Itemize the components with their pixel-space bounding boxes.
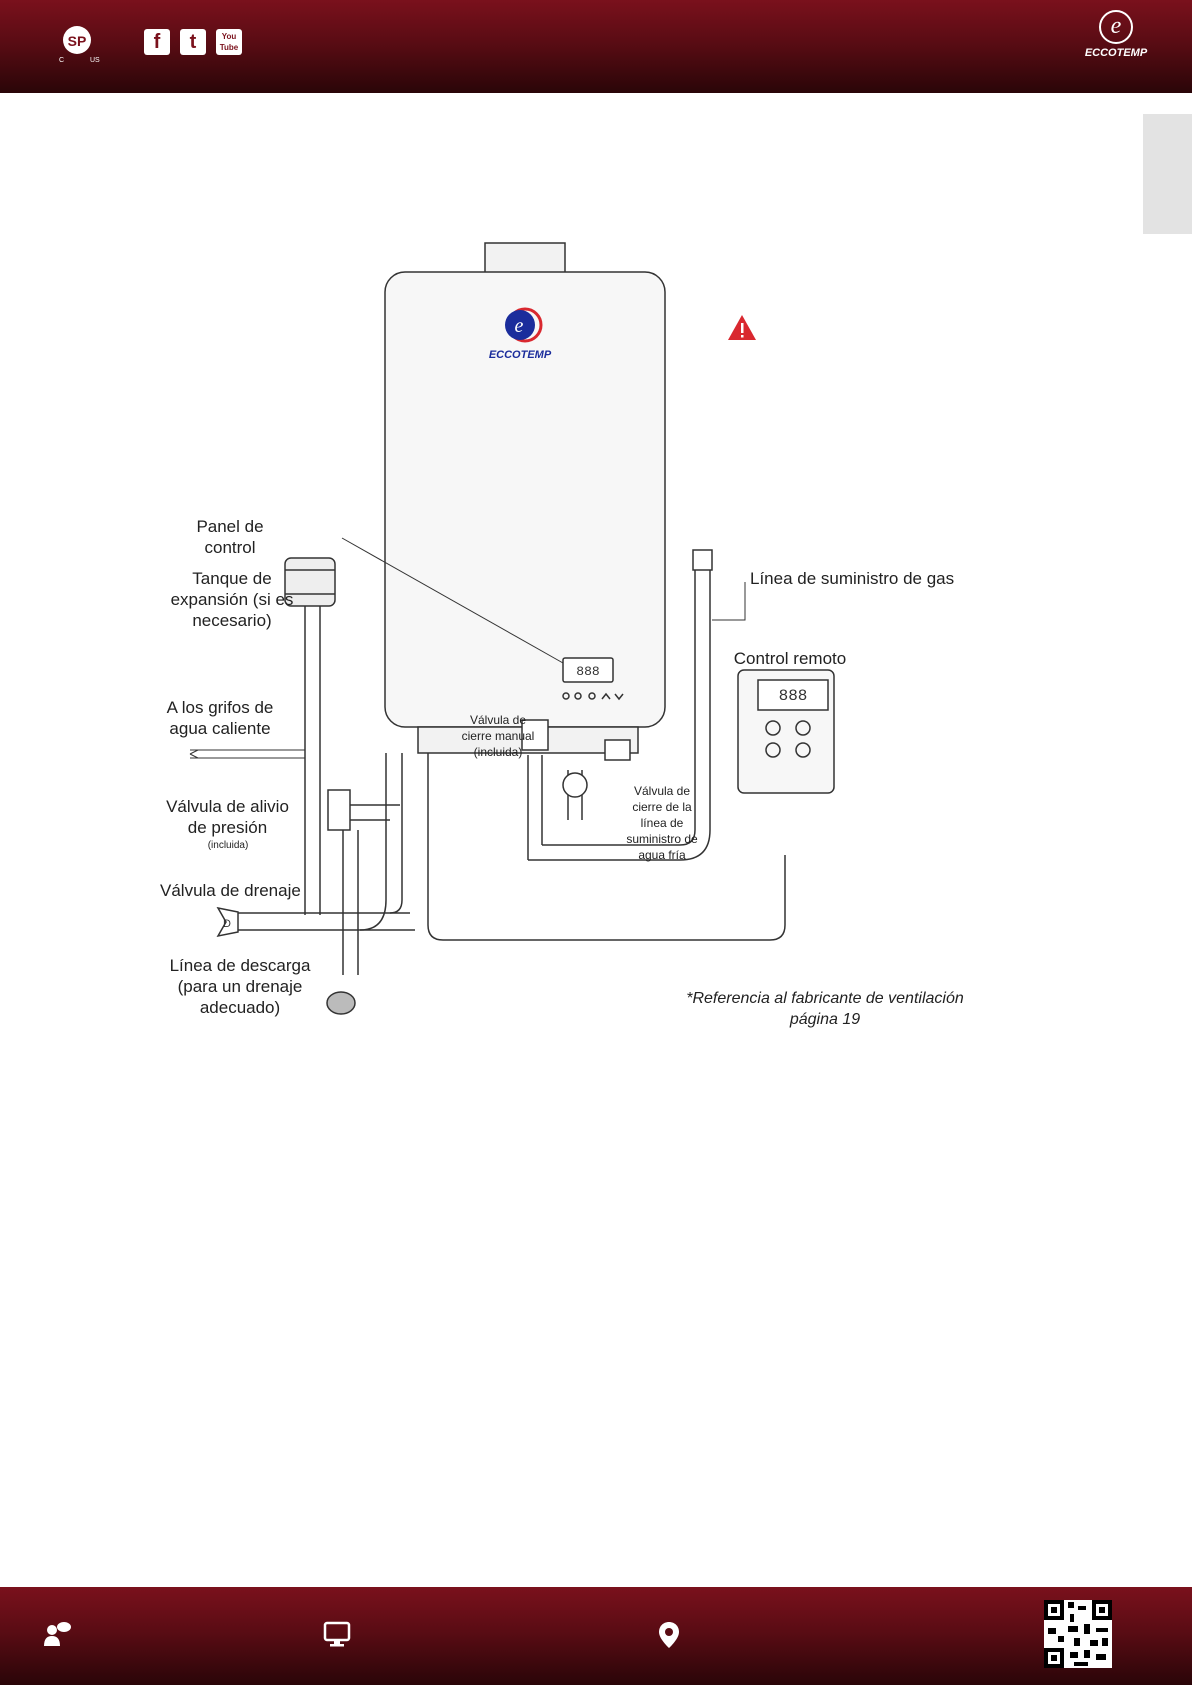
- label-relief-valve: Válvula de alivio de presión: [166, 797, 289, 837]
- svg-text:SP: SP: [68, 33, 87, 49]
- label-relief-included: (incluida): [207, 840, 249, 851]
- label-hot-taps: A los grifos de agua caliente: [166, 698, 274, 738]
- svg-text:C: C: [59, 57, 64, 64]
- computer-monitor-icon[interactable]: [323, 1620, 351, 1653]
- footer-band: [0, 1587, 1192, 1685]
- brand-e-mark: e: [1099, 10, 1133, 44]
- installation-diagram: e ECCOTEMP 888 888 D Panel de control Ta…: [160, 240, 1000, 1030]
- svg-text:D: D: [223, 918, 231, 930]
- diagram-drawing: e ECCOTEMP 888 888 D: [189, 242, 835, 1015]
- eccotemp-header-logo: e ECCOTEMP: [1076, 10, 1156, 70]
- svg-text:US: US: [90, 57, 100, 64]
- brand-name: ECCOTEMP: [1084, 47, 1148, 59]
- label-manual-valve: Válvula de cierre manual (incluida): [461, 713, 535, 759]
- facebook-icon[interactable]: f: [144, 29, 170, 55]
- header-band: SP C US f t You Tube e ECCOTEMP: [0, 0, 1192, 93]
- warning-icon: [728, 315, 756, 340]
- location-pin-icon[interactable]: [657, 1620, 681, 1655]
- qr-code-icon[interactable]: [1044, 1600, 1112, 1668]
- label-cold-shutoff: Válvula de cierre de la línea de suminis…: [626, 784, 698, 862]
- label-gas-line: Línea de suministro de gas: [750, 569, 955, 588]
- svg-text:888: 888: [779, 687, 808, 705]
- twitter-icon[interactable]: t: [180, 29, 206, 55]
- label-drain-valve: Válvula de drenaje: [160, 881, 301, 900]
- side-tab: [1143, 114, 1192, 234]
- svg-text:888: 888: [576, 664, 599, 679]
- facebook-glyph: f: [153, 31, 161, 53]
- twitter-glyph: t: [189, 31, 197, 53]
- svg-text:ECCOTEMP: ECCOTEMP: [489, 349, 552, 361]
- label-expansion-tank: Tanque de expansión (si es necesario): [170, 569, 294, 630]
- label-remote-control: Control remoto: [733, 649, 847, 668]
- phone-contact-icon[interactable]: [42, 1620, 72, 1653]
- youtube-glyph: You Tube: [219, 32, 239, 52]
- label-discharge-line: Línea de descarga (para un drenaje adecu…: [169, 956, 311, 1017]
- heater-logo: e ECCOTEMP: [489, 307, 552, 361]
- ventilation-note: *Referencia al fabricante de ventilación…: [686, 990, 964, 1028]
- csa-certification-logo: SP C US: [55, 18, 103, 66]
- youtube-icon[interactable]: You Tube: [216, 29, 242, 55]
- label-panel: Panel de control: [196, 517, 264, 557]
- svg-text:e: e: [515, 315, 524, 337]
